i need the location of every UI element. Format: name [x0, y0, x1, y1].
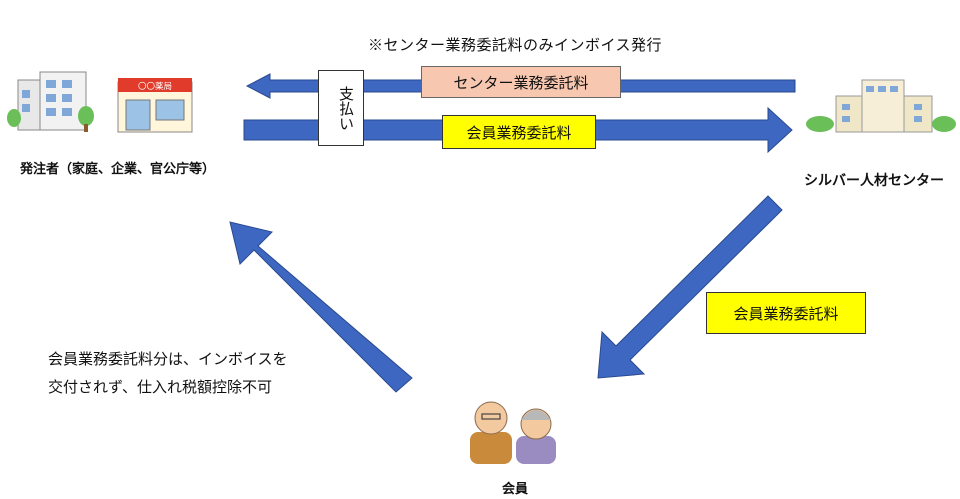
arrow-member-to-orderer [229, 221, 413, 393]
center-fee-box: センター業務委託料 [421, 66, 621, 98]
member-fee-box-top: 会員業務委託料 [442, 115, 596, 149]
invoice-note: ※センター業務委託料のみインボイス発行 [368, 36, 663, 54]
orderer-label: 発注者（家庭、企業、官公庁等） [20, 162, 216, 177]
silver-center-building-icon [806, 79, 956, 133]
pharmacy-shop-icon [117, 78, 193, 133]
member-fee-box-side: 会員業務委託料 [706, 292, 866, 334]
shop-sign-text: 〇〇薬局 [138, 81, 172, 92]
center-fee-label: センター業務委託料 [453, 73, 589, 92]
tax-note-line-1: 会員業務委託料分は、インボイスを [48, 350, 288, 368]
tax-note-line-2: 交付されず、仕入れ税額控除不可 [48, 378, 272, 396]
member-elderly-couple-icon [470, 401, 556, 464]
member-fee-label-side: 会員業務委託料 [733, 304, 839, 323]
office-building-icon [7, 71, 94, 132]
payment-box: 支払い [318, 70, 364, 146]
member-label: 会員 [502, 482, 529, 497]
payment-label: 支払い [337, 85, 355, 131]
tax-deduction-note: 会員業務委託料分は、インボイスを 交付されず、仕入れ税額控除不可 [48, 345, 288, 401]
member-fee-label-top: 会員業務委託料 [466, 123, 572, 142]
arrow-center-to-member [597, 195, 783, 379]
silver-center-label: シルバー人材センター [804, 173, 944, 189]
